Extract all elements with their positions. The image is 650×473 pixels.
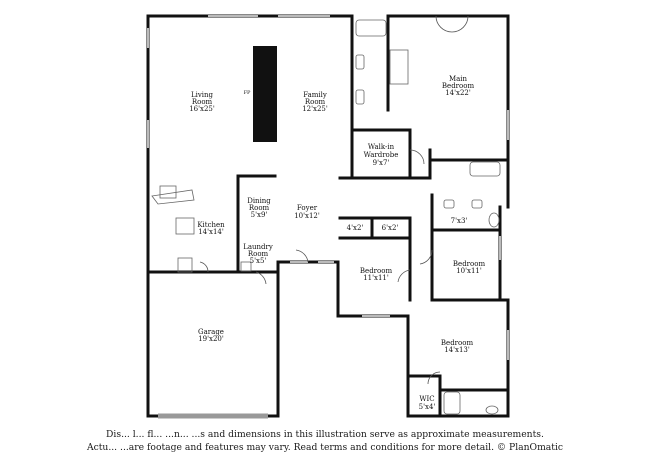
- wic-dimensions: 5'x4': [419, 403, 436, 411]
- bedroom-center-dimensions: 11'x11': [363, 274, 389, 282]
- family-room-dimensions: 12'x25': [302, 105, 328, 113]
- bedroom-center-name: Bedroom: [360, 267, 393, 275]
- bathtub: [355, 19, 387, 37]
- room-label-laundry-room: Laundry Room 5'x5': [243, 243, 273, 265]
- room-label-foyer: Foyer 10'x12': [294, 204, 320, 220]
- bedroom-right-dimensions: 10'x11': [456, 267, 482, 275]
- door-swing: [451, 15, 469, 33]
- disclaimer: Dis... l... fl... ...n... ...s and dimen…: [0, 428, 650, 454]
- room-label-main-bedroom: Main Bedroom 14'x22': [442, 75, 475, 97]
- kitchen-name: Kitchen: [197, 221, 225, 229]
- foyer-name: Foyer: [297, 204, 318, 212]
- wardrobe-name-1: Walk-in: [368, 143, 395, 151]
- range: [177, 257, 193, 273]
- fireplace-block: [253, 46, 277, 142]
- door-swing: [295, 249, 309, 263]
- laundry-dimensions: 5'x5': [250, 257, 267, 265]
- room-label-garage: Garage 19'x20': [198, 328, 224, 343]
- bathtub: [469, 161, 501, 177]
- family-room-name-1: Family: [303, 91, 327, 99]
- room-label-bedroom-lower: Bedroom 14'x13': [441, 339, 474, 354]
- bedroom-lower-name: Bedroom: [441, 339, 474, 347]
- kitchen-island: [175, 217, 195, 235]
- door-swing: [255, 271, 267, 285]
- sink: [443, 199, 455, 209]
- closet-a-dimensions: 4'x2': [347, 224, 364, 232]
- room-label-wic: WIC 5'x4': [419, 395, 436, 411]
- garage-dimensions: 19'x20': [198, 335, 224, 343]
- washer: [240, 261, 252, 272]
- door-swing-group: [199, 15, 469, 385]
- main-bedroom-name-2: Bedroom: [442, 82, 475, 90]
- garage-name: Garage: [198, 328, 224, 336]
- dining-room-name-1: Dining: [247, 197, 271, 205]
- room-label-bedroom-right: Bedroom 10'x11': [453, 260, 486, 275]
- laundry-name-2: Room: [248, 250, 269, 258]
- bedroom-right-name: Bedroom: [453, 260, 486, 268]
- room-label-living-room: Living Room 16'x25': [189, 91, 215, 113]
- disclaimer-line-1: Dis... l... fl... ...n... ...s and dimen…: [106, 429, 544, 440]
- dining-room-dimensions: 5'x9': [251, 211, 268, 219]
- laundry-name-1: Laundry: [243, 243, 273, 251]
- bath-small-dimensions: 7'x3': [451, 217, 468, 225]
- living-room-dimensions: 16'x25': [189, 105, 215, 113]
- disclaimer-line-2: Actu... ...are footage and features may …: [86, 442, 564, 453]
- dining-room-name-2: Room: [249, 204, 270, 212]
- fixture-group: [151, 19, 501, 415]
- door-swing: [435, 15, 453, 33]
- family-room-name-2: Room: [305, 98, 326, 106]
- sink: [355, 89, 365, 105]
- living-room-name-1: Living: [191, 91, 214, 99]
- room-label-family-room: Family Room 12'x25': [302, 91, 328, 113]
- main-bedroom-name-1: Main: [449, 75, 468, 83]
- room-label-dining-room: Dining Room 5'x9': [247, 197, 271, 219]
- kitchen-counter: [151, 189, 195, 205]
- wardrobe-dimensions: 9'x7': [373, 159, 390, 167]
- sink: [355, 54, 365, 70]
- bathtub: [443, 391, 461, 415]
- door-swing: [397, 269, 411, 283]
- foyer-dimensions: 10'x12': [294, 212, 320, 220]
- toilet: [488, 212, 500, 228]
- kitchen-sink: [159, 185, 177, 199]
- wic-name: WIC: [419, 395, 434, 403]
- door-swing: [409, 149, 425, 165]
- fireplace-label: FP: [244, 90, 251, 96]
- sink: [471, 199, 483, 209]
- door-swing: [427, 371, 441, 385]
- bedroom-lower-dimensions: 14'x13': [444, 346, 470, 354]
- door-swing: [199, 261, 209, 273]
- room-label-kitchen: Kitchen 14'x14': [197, 221, 225, 236]
- living-room-name-2: Room: [192, 98, 213, 106]
- shower: [389, 49, 409, 85]
- toilet: [485, 405, 499, 415]
- kitchen-dimensions: 14'x14': [198, 228, 224, 236]
- closet-b-dimensions: 6'x2': [382, 224, 399, 232]
- room-label-walk-in-wardrobe: Walk-in Wardrobe 9'x7': [364, 143, 399, 167]
- door-swing: [419, 249, 433, 265]
- window-group: [147, 15, 509, 419]
- main-bedroom-dimensions: 14'x22': [445, 89, 471, 97]
- room-label-bedroom-center: Bedroom 11'x11': [360, 267, 393, 282]
- wardrobe-name-2: Wardrobe: [364, 151, 399, 159]
